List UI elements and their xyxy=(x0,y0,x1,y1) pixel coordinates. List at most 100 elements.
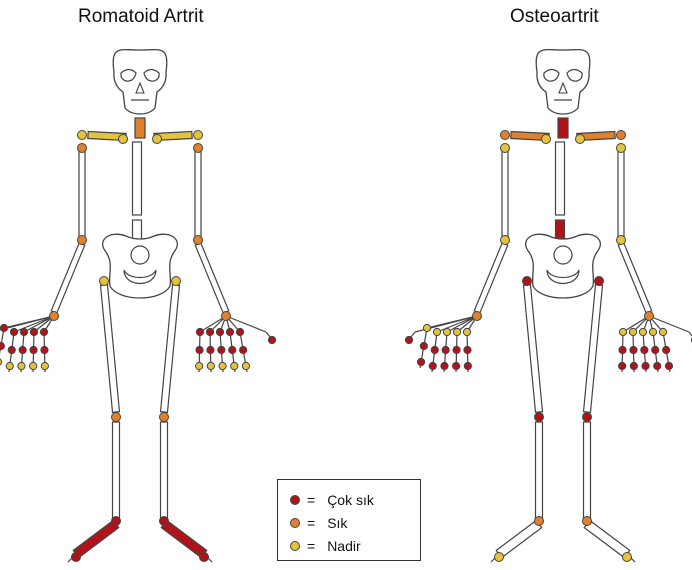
hand-joint-dot xyxy=(443,328,450,335)
tibia xyxy=(161,422,168,518)
hand-joint-dot xyxy=(268,336,275,343)
hand-joint-dot xyxy=(649,328,656,335)
hand-joint-dot xyxy=(219,362,226,369)
foot xyxy=(161,520,206,557)
joint-foot xyxy=(200,553,209,562)
joint-ankle xyxy=(535,517,544,526)
hand-joint-dot xyxy=(207,346,214,353)
forearm xyxy=(195,243,229,313)
joint-sternoclavicular xyxy=(576,135,585,144)
hand-joint-dot xyxy=(619,346,626,353)
hand-joint-dot xyxy=(464,346,471,353)
hand-joint-dot xyxy=(642,362,649,369)
joint-knee xyxy=(583,413,592,422)
hand-joint-dot xyxy=(6,362,13,369)
hand-joint-dot xyxy=(442,346,449,353)
joint-foot xyxy=(623,553,632,562)
joint-wrist xyxy=(50,312,59,321)
hand-joint-dot xyxy=(229,346,236,353)
hand-joint-dot xyxy=(0,324,7,331)
joint-hip xyxy=(595,277,604,286)
femur xyxy=(584,285,603,413)
legend: = Çok sık = Sık = Nadir xyxy=(277,479,421,561)
hand-joint-dot xyxy=(423,324,430,331)
hand-joint-dot xyxy=(405,336,412,343)
thoracic-spine xyxy=(556,142,565,215)
hand-joint-dot xyxy=(433,328,440,335)
hand-joint-dot xyxy=(654,362,661,369)
hand-joint-dot xyxy=(629,328,636,335)
hand-joint-dot xyxy=(196,328,203,335)
hand-joint-dot xyxy=(429,362,436,369)
legend-dot-common xyxy=(290,518,300,528)
joint-hip xyxy=(100,277,109,286)
cervical-spine xyxy=(135,118,145,138)
joint-elbow xyxy=(617,236,626,245)
legend-dot-very-common xyxy=(290,495,300,505)
femur xyxy=(524,285,543,413)
hand-joint-dot xyxy=(218,346,225,353)
hand-joint-dot xyxy=(207,362,214,369)
joint-shoulder xyxy=(617,144,626,153)
hand-joint-dot xyxy=(619,328,626,335)
hand-joint-dot xyxy=(417,358,424,365)
tibia xyxy=(113,422,120,518)
joint-shoulder xyxy=(194,144,203,153)
joint-sternoclavicular xyxy=(153,135,162,144)
hand-joint-dot xyxy=(41,362,48,369)
legend-label-rare: Nadir xyxy=(327,538,360,554)
forearm xyxy=(618,243,652,313)
hand-joint-dot xyxy=(652,346,659,353)
foot xyxy=(584,520,629,557)
hand-joint-dot xyxy=(464,362,471,369)
joint-wrist xyxy=(222,312,231,321)
joint-hip xyxy=(172,277,181,286)
joint-acromioclavicular xyxy=(78,131,87,140)
legend-dot-rare xyxy=(290,541,300,551)
hand-joint-dot xyxy=(0,358,2,365)
forearm xyxy=(51,243,85,313)
joint-elbow xyxy=(194,236,203,245)
hand-joint-dot xyxy=(236,328,243,335)
joint-knee xyxy=(535,413,544,422)
joint-hip xyxy=(523,277,532,286)
pelvis xyxy=(526,234,601,298)
hand-joint-dot xyxy=(196,362,203,369)
cervical-spine xyxy=(558,118,568,138)
sacrum xyxy=(131,246,149,264)
joint-ankle xyxy=(583,517,592,526)
hand-joint-dot xyxy=(231,362,238,369)
hand-joint-dot xyxy=(639,328,646,335)
hand-joint-dot xyxy=(0,342,4,349)
hand-joint-dot xyxy=(41,346,48,353)
legend-label-common: Sık xyxy=(327,515,347,531)
hand-joint-dot xyxy=(30,362,37,369)
joint-elbow xyxy=(78,236,87,245)
hand-joint-dot xyxy=(30,346,37,353)
skeleton-rheumatoid-arthritis xyxy=(0,50,276,562)
hand-joint-dot xyxy=(453,362,460,369)
hand-joint-dot xyxy=(30,328,37,335)
tibia xyxy=(536,422,543,518)
skeleton-osteoarthritis xyxy=(405,50,692,562)
hand-joint-dot xyxy=(463,328,470,335)
humerus xyxy=(195,150,201,238)
joint-sternoclavicular xyxy=(119,135,128,144)
legend-item-common: = Sık xyxy=(290,513,347,533)
joint-wrist xyxy=(473,312,482,321)
hand-joint-dot xyxy=(453,346,460,353)
joint-shoulder xyxy=(501,144,510,153)
hand-joint-dot xyxy=(665,362,672,369)
sacrum xyxy=(554,246,572,264)
tibia xyxy=(584,422,591,518)
joint-ankle xyxy=(112,517,121,526)
joint-foot xyxy=(72,553,81,562)
hand-joint-dot xyxy=(226,328,233,335)
hand-joint-dot xyxy=(641,346,648,353)
hand-joint-dot xyxy=(18,362,25,369)
hand-joint-dot xyxy=(206,328,213,335)
foot xyxy=(496,520,541,557)
hand-joint-dot xyxy=(196,346,203,353)
legend-item-rare: = Nadir xyxy=(290,536,361,556)
joint-foot xyxy=(495,553,504,562)
